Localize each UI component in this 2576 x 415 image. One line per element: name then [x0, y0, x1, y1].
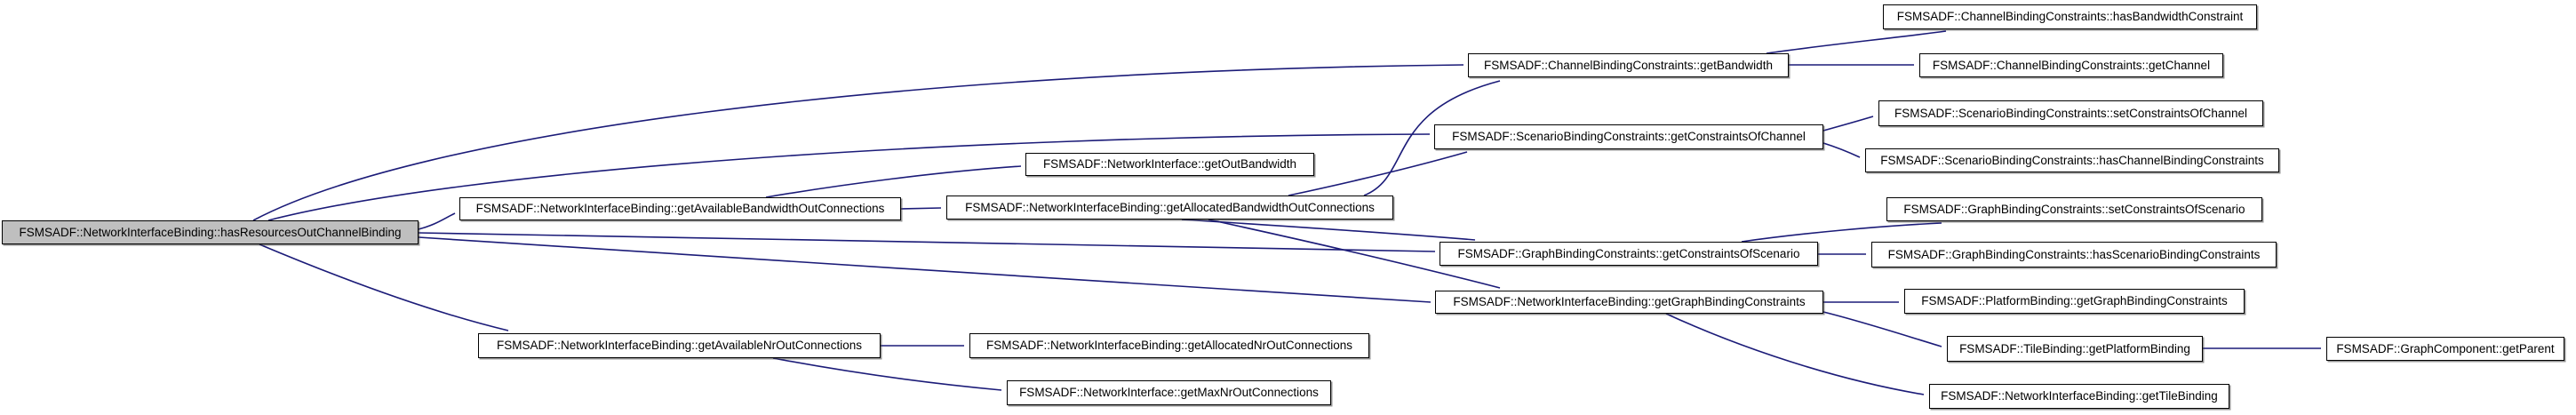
- edge-hasResourcesOutChannelBinding-to-getAvailableBandwidthOutConnections: [418, 212, 456, 230]
- edge-hasResourcesOutChannelBinding-to-getConstraintsOfChannel: [267, 133, 1431, 221]
- graph-node-label: FSMSADF::NetworkInterface::getMaxNrOutCo…: [1019, 386, 1319, 400]
- graph-node-label: FSMSADF::NetworkInterfaceBinding::getTil…: [1941, 389, 2218, 403]
- edge-getAvailableBandwidthOutConnections-to-getAllocatedBandwidthOutConnections: [900, 207, 942, 210]
- graph-node-hasBandwidthConstraint[interactable]: FSMSADF::ChannelBindingConstraints::hasB…: [1883, 4, 2257, 29]
- edge-getBandwidth-to-hasBandwidthConstraint: [1766, 30, 1947, 54]
- graph-node-platformGetGraphBindingConstraints[interactable]: FSMSADF::PlatformBinding::getGraphBindin…: [1904, 289, 2245, 314]
- graph-node-getConstraintsOfChannel[interactable]: FSMSADF::ScenarioBindingConstraints::get…: [1434, 124, 1823, 149]
- edge-getAllocatedBandwidthOutConnections-to-getBandwidth: [1363, 80, 1501, 196]
- graph-node-getAllocatedNrOutConnections[interactable]: FSMSADF::NetworkInterfaceBinding::getAll…: [969, 333, 1369, 358]
- graph-node-getParent[interactable]: FSMSADF::GraphComponent::getParent: [2326, 337, 2564, 361]
- graph-node-getConstraintsOfScenario[interactable]: FSMSADF::GraphBindingConstraints::getCon…: [1440, 242, 1818, 266]
- graph-node-label: FSMSADF::NetworkInterface::getOutBandwid…: [1042, 157, 1297, 172]
- graph-node-label: FSMSADF::ScenarioBindingConstraints::has…: [1880, 153, 2264, 167]
- graph-node-label: FSMSADF::NetworkInterfaceBinding::getAva…: [475, 202, 885, 216]
- graph-node-getPlatformBinding[interactable]: FSMSADF::TileBinding::getPlatformBinding: [1947, 336, 2203, 362]
- graph-node-hasChannelBindingConstraints[interactable]: FSMSADF::ScenarioBindingConstraints::has…: [1865, 148, 2279, 172]
- graph-node-getChannel[interactable]: FSMSADF::ChannelBindingConstraints::getC…: [1919, 53, 2223, 77]
- edge-getGraphBindingConstraints-to-getPlatformBinding: [1822, 311, 1942, 347]
- graph-node-getMaxNrOutConnections[interactable]: FSMSADF::NetworkInterface::getMaxNrOutCo…: [1007, 380, 1331, 405]
- graph-node-label: FSMSADF::NetworkInterfaceBinding::getAll…: [986, 339, 1352, 353]
- graph-node-hasResourcesOutChannelBinding[interactable]: FSMSADF::NetworkInterfaceBinding::hasRes…: [2, 220, 419, 244]
- graph-node-label: FSMSADF::GraphBindingConstraints::hasSce…: [1887, 247, 2261, 261]
- graph-node-label: FSMSADF::GraphBindingConstraints::getCon…: [1457, 246, 1800, 260]
- graph-node-label: FSMSADF::PlatformBinding::getGraphBindin…: [1921, 294, 2228, 308]
- graph-node-label: FSMSADF::ScenarioBindingConstraints::get…: [1452, 130, 1806, 144]
- edge-hasResourcesOutChannelBinding-to-getAvailableNrOutConnections: [259, 243, 509, 331]
- graph-node-getGraphBindingConstraints[interactable]: FSMSADF::NetworkInterfaceBinding::getGra…: [1435, 291, 1823, 314]
- graph-node-label: FSMSADF::ChannelBindingConstraints::getB…: [1484, 58, 1773, 72]
- edge-getConstraintsOfChannel-to-hasChannelBindingConstraints: [1822, 142, 1861, 158]
- graph-node-label: FSMSADF::NetworkInterfaceBinding::hasRes…: [19, 225, 402, 239]
- graph-node-label: FSMSADF::ScenarioBindingConstraints::set…: [1894, 106, 2247, 120]
- graph-node-label: FSMSADF::GraphBindingConstraints::setCon…: [1903, 202, 2245, 216]
- graph-node-getOutBandwidth[interactable]: FSMSADF::NetworkInterface::getOutBandwid…: [1025, 153, 1314, 176]
- edge-getGraphBindingConstraints-to-getTileBinding: [1665, 313, 1925, 395]
- edge-hasResourcesOutChannelBinding-to-getConstraintsOfScenario: [418, 232, 1436, 252]
- graph-node-hasScenarioBindingConstraints[interactable]: FSMSADF::GraphBindingConstraints::hasSce…: [1871, 242, 2277, 267]
- graph-node-getTileBinding[interactable]: FSMSADF::NetworkInterfaceBinding::getTil…: [1929, 384, 2229, 409]
- edge-getAllocatedBandwidthOutConnections-to-getGraphBindingConstraints: [1208, 219, 1501, 289]
- edge-getAllocatedBandwidthOutConnections-to-getConstraintsOfChannel: [1288, 151, 1468, 196]
- graph-node-label: FSMSADF::ChannelBindingConstraints::hasB…: [1896, 10, 2244, 24]
- edge-getConstraintsOfChannel-to-setConstraintsOfChannel: [1822, 116, 1874, 132]
- graph-node-setConstraintsOfScenario[interactable]: FSMSADF::GraphBindingConstraints::setCon…: [1886, 197, 2262, 221]
- graph-node-label: FSMSADF::ChannelBindingConstraints::getC…: [1932, 58, 2211, 72]
- edge-getConstraintsOfScenario-to-setConstraintsOfScenario: [1741, 222, 1942, 243]
- graph-node-label: FSMSADF::NetworkInterfaceBinding::getAva…: [497, 339, 862, 353]
- graph-node-setConstraintsOfChannel[interactable]: FSMSADF::ScenarioBindingConstraints::set…: [1878, 100, 2263, 126]
- graph-node-getAvailableBandwidthOutConnections[interactable]: FSMSADF::NetworkInterfaceBinding::getAva…: [459, 197, 901, 220]
- graph-node-getBandwidth[interactable]: FSMSADF::ChannelBindingConstraints::getB…: [1468, 53, 1789, 77]
- graph-node-label: FSMSADF::GraphComponent::getParent: [2336, 341, 2555, 355]
- graph-node-label: FSMSADF::NetworkInterfaceBinding::getAll…: [965, 200, 1375, 214]
- edge-hasResourcesOutChannelBinding-to-getBandwidth: [252, 64, 1464, 221]
- edge-getAvailableBandwidthOutConnections-to-getOutBandwidth: [765, 165, 1022, 198]
- graph-node-getAllocatedBandwidthOutConnections[interactable]: FSMSADF::NetworkInterfaceBinding::getAll…: [946, 196, 1393, 219]
- graph-node-label: FSMSADF::NetworkInterfaceBinding::getGra…: [1453, 295, 1806, 309]
- edge-hasResourcesOutChannelBinding-to-getGraphBindingConstraints: [418, 236, 1432, 303]
- graph-node-label: FSMSADF::TileBinding::getPlatformBinding: [1959, 341, 2190, 355]
- edge-getAvailableNrOutConnections-to-getMaxNrOutConnections: [772, 357, 1002, 391]
- graph-node-getAvailableNrOutConnections[interactable]: FSMSADF::NetworkInterfaceBinding::getAva…: [478, 333, 881, 358]
